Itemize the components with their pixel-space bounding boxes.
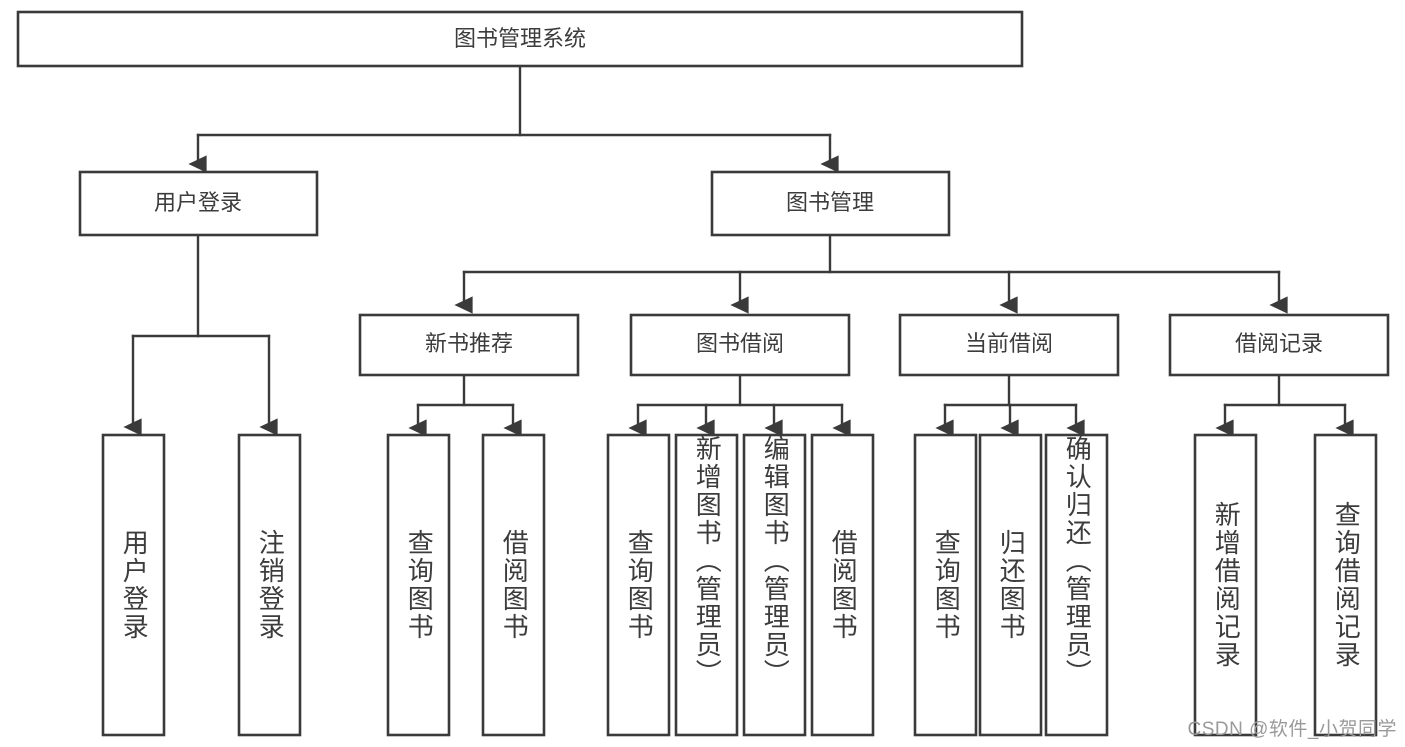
node-current-borrow-label: 当前借阅 [965, 331, 1053, 356]
leaf-box-book-borrow-2[interactable] [674, 433, 739, 737]
leaf-box-user-login-2[interactable] [237, 433, 302, 737]
node-new-book-recommend-label: 新书推荐 [425, 331, 513, 356]
node-book-manage-box [710, 170, 951, 237]
leaf-box-book-borrow-1[interactable] [606, 433, 671, 737]
node-new-book-recommend-box [358, 313, 580, 377]
node-book-borrow-label: 图书借阅 [696, 331, 784, 356]
node-book-manage[interactable]: 图书管理 [710, 170, 951, 237]
node-user-login-label: 用户登录 [154, 190, 242, 215]
leaf-box-current-borrow-1[interactable] [913, 433, 978, 737]
node-book-borrow[interactable]: 图书借阅 [629, 313, 851, 377]
node-borrow-record-box [1168, 313, 1390, 377]
leaf-box-borrow-record-1[interactable] [1193, 433, 1258, 737]
node-user-login[interactable]: 用户登录 [78, 170, 319, 237]
leaf-box-current-borrow-2[interactable] [978, 433, 1043, 737]
leaf-box-new-book-2[interactable] [481, 433, 546, 737]
leaf-box-user-login-1[interactable] [101, 433, 166, 737]
watermark-text: CSDN @软件_小贺同学 [1187, 719, 1397, 740]
node-borrow-record-label: 借阅记录 [1235, 331, 1323, 356]
node-current-borrow[interactable]: 当前借阅 [898, 313, 1120, 377]
leaf-box-book-borrow-4[interactable] [810, 433, 875, 737]
node-book-borrow-box [629, 313, 851, 377]
node-root-box [16, 10, 1024, 68]
leaf-box-new-book-1[interactable] [386, 433, 451, 737]
node-new-book-recommend[interactable]: 新书推荐 [358, 313, 580, 377]
node-user-login-box [78, 170, 319, 237]
node-root-label: 图书管理系统 [454, 26, 586, 51]
leaf-box-current-borrow-3[interactable] [1044, 433, 1109, 737]
leaf-box-book-borrow-3[interactable] [742, 433, 807, 737]
node-root[interactable]: 图书管理系统 [16, 10, 1024, 68]
leaf-box-borrow-record-2[interactable] [1313, 433, 1378, 737]
node-borrow-record[interactable]: 借阅记录 [1168, 313, 1390, 377]
node-book-manage-label: 图书管理 [786, 190, 874, 215]
node-current-borrow-box [898, 313, 1120, 377]
